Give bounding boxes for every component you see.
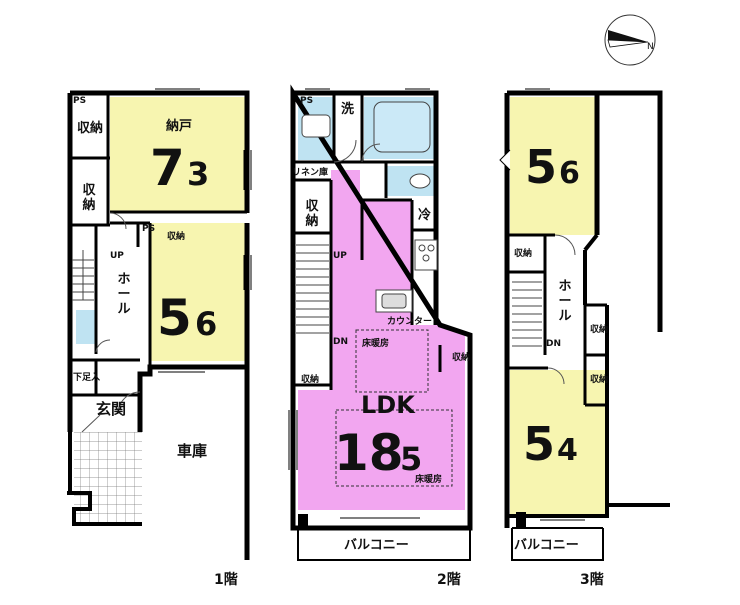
entrance-label: 玄関 [96,400,126,418]
shoe-label: 下足入 [73,372,100,383]
storage-3f-c: 収納 [590,373,608,385]
room-1f [150,223,247,361]
dn-label-3f: DN [546,339,561,349]
storage-3f-b: 収納 [590,323,608,335]
hall-label-1f: ホール [117,272,130,317]
floor-1: PS 収納 収納 納戸 7 3 PS 収納 UP ホール 5 6 下足入 玄関 … [67,88,252,588]
ps-label-1f: PS [73,96,86,106]
storage-1f-a: 収納 [77,120,103,136]
room-1f-size-int: 5 [157,289,192,347]
room-3f-b [510,370,605,516]
nando-room [110,97,247,211]
wash-label: 洗 [341,101,354,117]
nando-size-dec: 3 [187,155,209,193]
linen-label: リネン庫 [292,166,328,178]
floor-2: PS 洗 リネン庫 収納 冷 UP カウンター DN 床暖房 収納 収納 LDK… [288,84,473,588]
floor-heat-2: 床暖房 [415,473,442,485]
floor-3: 5 6 収納 ホール DN 収納 収納 5 4 バルコニー 3階 [499,88,670,588]
nando-label: 納戸 [166,118,192,134]
room-3f-a [510,97,595,235]
storage-2f-c: 収納 [301,373,319,385]
floor-heat-1: 床暖房 [362,337,389,349]
floor-2-label: 2階 [437,571,461,588]
floor-3-label: 3階 [580,571,604,588]
ldk-label: LDK [361,391,416,419]
up-label-1f: UP [110,251,124,261]
compass: N [604,14,656,66]
nando-size-int: 7 [150,139,185,197]
balcony-3f: バルコニー [514,538,579,553]
storage-2f-b: 収納 [452,351,470,363]
room-3f-a-size-int: 5 [525,140,557,194]
room-3f-a-size-dec: 6 [559,156,580,191]
fridge-label: 冷 [418,207,431,223]
up-label-2f: UP [333,251,347,261]
room-1f-size-dec: 6 [195,305,217,343]
balcony-2f: バルコニー [344,538,409,553]
counter-label: カウンター [387,315,432,327]
compass-north-label: N [647,42,654,52]
storage-2f-a: 収納 [305,199,319,229]
toilet-1f [76,310,96,344]
garage-label: 車庫 [177,442,207,460]
storage-small-1f: 収納 [167,230,185,242]
dn-label-2f: DN [333,337,348,347]
ps-label-2f: PS [300,96,313,106]
storage-1f-b: 収納 [82,183,96,213]
svg-text:収納: 収納 [77,120,103,136]
ldk-size-int: 18 [334,424,404,482]
ldk-size-dec: 5 [400,440,422,478]
ps2-label-1f: PS [142,224,155,234]
room-3f-b-size-int: 5 [523,417,555,471]
ldk-room [298,170,465,510]
hall-label-3f: ホール [558,279,571,324]
room-3f-b-size-dec: 4 [557,433,578,468]
storage-3f-a: 収納 [514,247,532,259]
floor-1-label: 1階 [214,571,238,588]
